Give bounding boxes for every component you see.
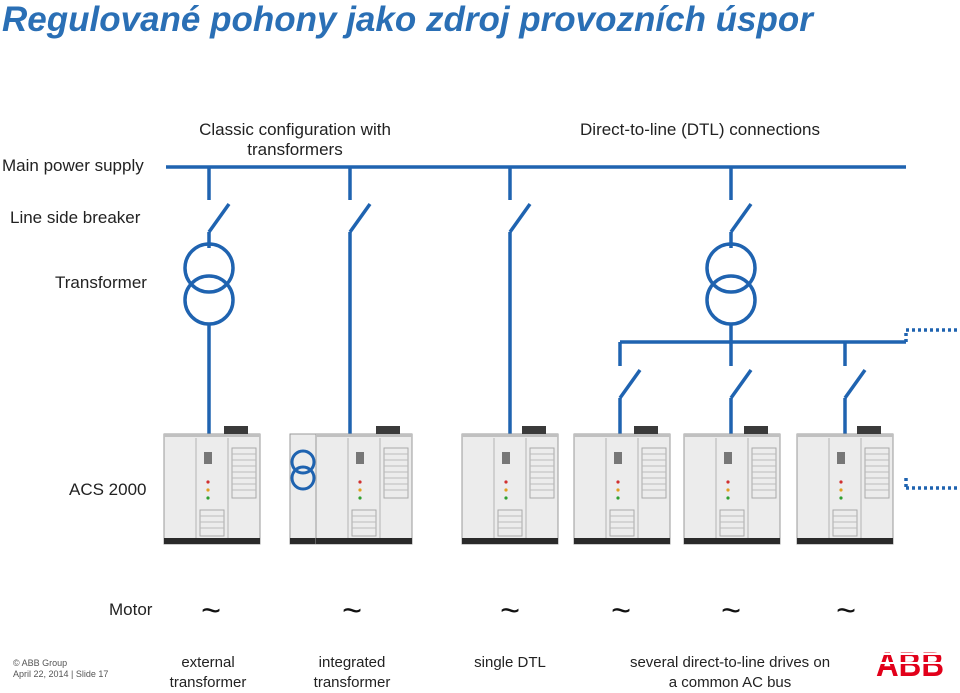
breaker-icon [843, 368, 867, 400]
feeder-external [183, 167, 235, 434]
label-motor: Motor [109, 600, 153, 619]
transformer-icon [705, 242, 757, 326]
motor-icon: ~ [342, 592, 362, 630]
breaker-icon [618, 368, 642, 400]
transformer-icon [183, 242, 235, 326]
motor-icon: ~ [201, 592, 221, 630]
header-dtl: Direct-to-line (DTL) connections [580, 120, 820, 139]
transformer-icon [290, 449, 316, 491]
header-classic: Classic configuration with transformers [170, 120, 420, 160]
caption-several-line1: several direct-to-line drives on [629, 654, 831, 671]
caption-integrated-line1: integrated [318, 654, 386, 671]
feeder-integrated [348, 167, 372, 434]
caption-several: several direct-to-line drives on a commo… [590, 653, 870, 693]
motor-icon: ~ [721, 592, 741, 630]
abb-logo: ABB [876, 646, 946, 684]
feeder-single-dtl [508, 167, 532, 434]
drive-cabinet-icon [683, 425, 781, 545]
breaker-icon [729, 202, 753, 234]
feeder-common-bus [618, 167, 906, 434]
abb-logo-text: ABB [876, 646, 944, 684]
breaker-icon [207, 202, 231, 234]
caption-integrated: integrated transformer [292, 653, 412, 693]
label-line-side-breaker: Line side breaker [10, 208, 141, 227]
header-classic-line1: Classic configuration with [199, 120, 391, 139]
drive-cabinet-icon [461, 425, 559, 545]
caption-several-line2: a common AC bus [668, 674, 792, 691]
label-main-power-supply: Main power supply [2, 156, 144, 175]
breaker-icon [348, 202, 372, 234]
page-title: Regulované pohony jako zdroj provozních … [2, 0, 813, 39]
motor-icon: ~ [500, 592, 520, 630]
motor-icon: ~ [611, 592, 631, 630]
breaker-icon [729, 368, 753, 400]
drive-cabinet-icon [796, 425, 894, 545]
caption-external-line1: external [181, 654, 235, 671]
label-acs: ACS 2000 [69, 480, 147, 499]
drive-cabinet-icon [573, 425, 671, 545]
drive-cabinet-integrated [289, 425, 413, 545]
caption-single: single DTL [474, 654, 546, 671]
drive-cabinet-icon [163, 425, 261, 545]
header-classic-line2: transformers [247, 140, 343, 159]
drive-cabinet-icon [315, 425, 413, 545]
label-transformer: Transformer [55, 273, 147, 292]
caption-integrated-line2: transformer [313, 674, 391, 691]
caption-external-line2: transformer [169, 674, 247, 691]
footer-copyright: © ABB Group [13, 658, 68, 668]
motor-icon: ~ [836, 592, 856, 630]
breaker-icon [508, 202, 532, 234]
caption-external: external transformer [148, 653, 268, 693]
footer-date-slide: April 22, 2014 | Slide 17 [13, 669, 109, 679]
